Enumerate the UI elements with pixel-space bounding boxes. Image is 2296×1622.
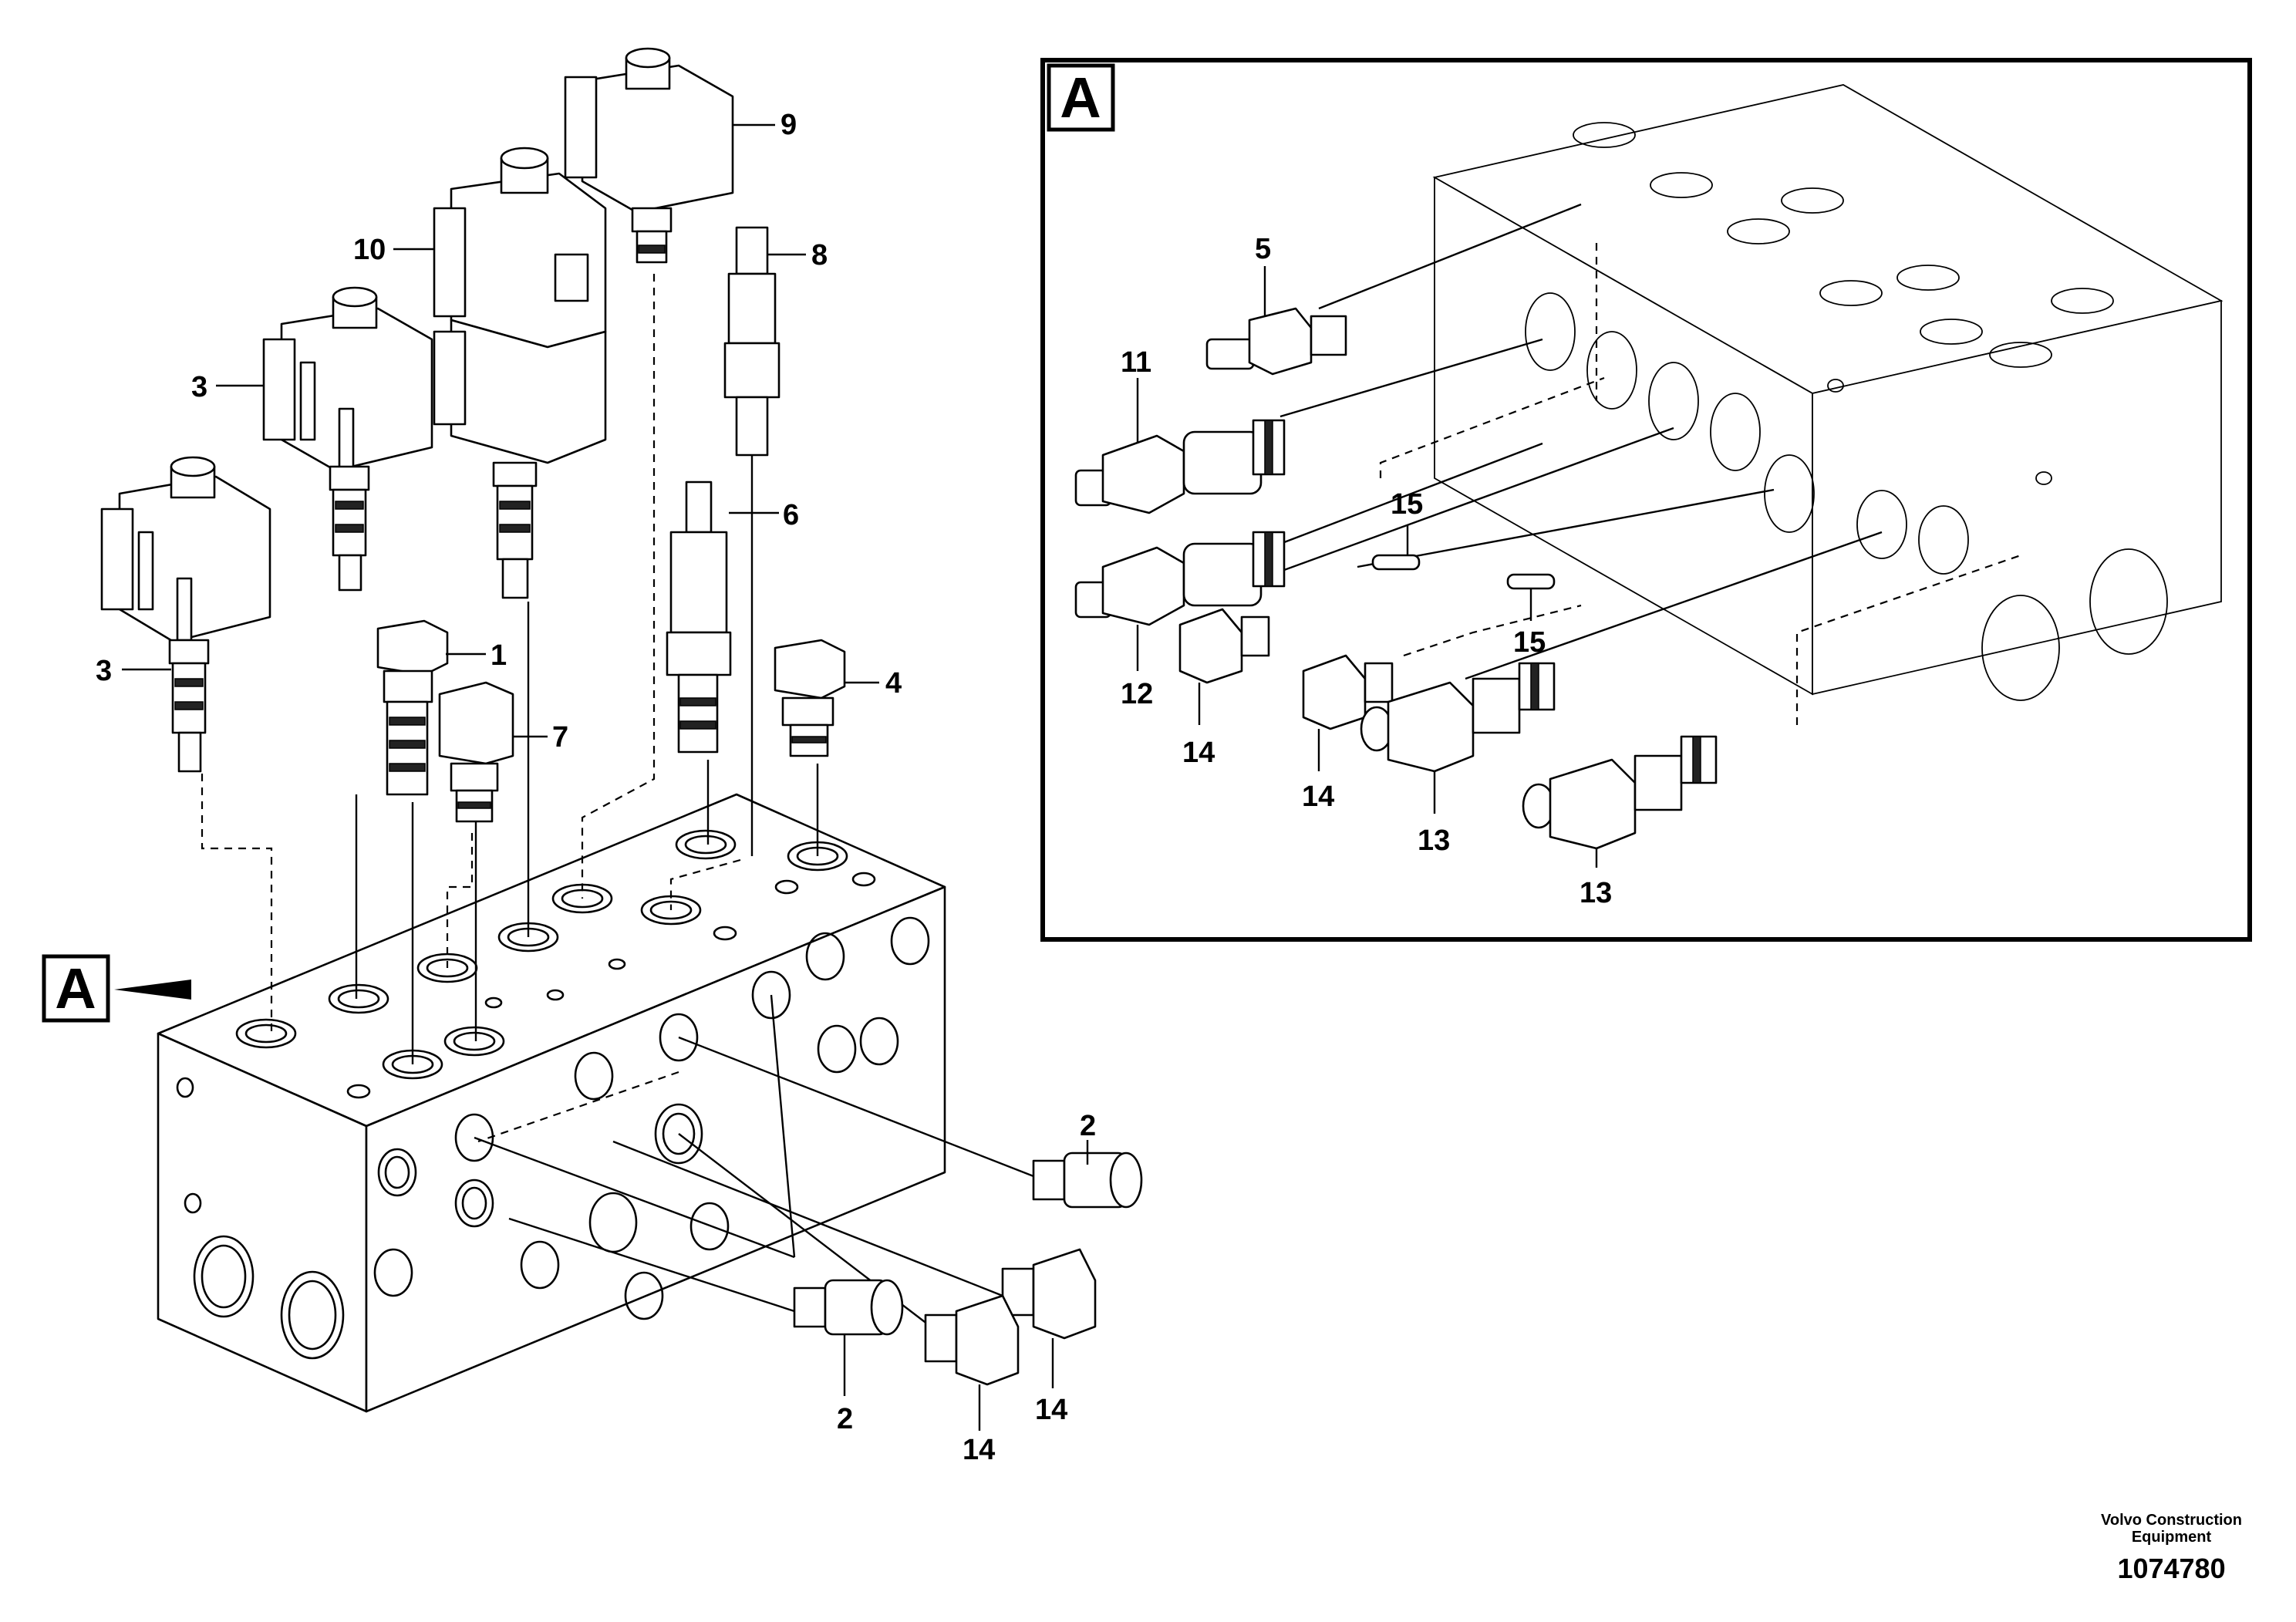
detail-view-flag-a: A [1047,63,1115,132]
callout-12: 12 [1121,678,1153,710]
callout-numbers: 9 8 10 3 6 1 3 4 7 2 2 14 14 5 11 12 15 … [96,109,1612,1466]
solenoid-valve-3-lower [100,456,271,773]
relief-valve-13-upper [1360,662,1556,773]
callout-8: 8 [811,239,828,271]
main-valve-block [157,793,946,1413]
callout-14-main-lower: 14 [963,1434,995,1466]
solenoid-valve-3-upper [262,286,433,592]
callout-4: 4 [885,667,902,700]
relief-valve-12 [1074,531,1286,626]
callout-9: 9 [781,109,797,141]
callout-14-detail-left: 14 [1182,737,1215,769]
publisher-name-line1: Volvo Construction [2101,1512,2242,1529]
publisher-name-line2: Equipment [2131,1529,2212,1546]
callout-7: 7 [552,721,568,754]
callout-1: 1 [491,639,507,672]
publisher-credit: Volvo Construction Equipment 1074780 [2101,1512,2242,1584]
callout-5: 5 [1255,233,1271,265]
callout-15-upper: 15 [1391,488,1423,521]
detail-view-a [1040,58,2252,942]
plug-14-detail-left [1178,608,1270,684]
callout-3-lower: 3 [96,655,112,687]
callout-leaders [122,123,1598,1431]
callout-14-main-right: 14 [1035,1394,1067,1426]
relief-valve-13-lower [1522,735,1718,850]
pressure-switch-5 [1205,307,1347,376]
callout-15-lower: 15 [1513,626,1546,659]
plug-2-lower [793,1279,904,1336]
callout-10: 10 [353,234,386,266]
section-flag-label: A [55,956,96,1020]
callout-3-upper: 3 [191,371,207,403]
section-flag-a: A [42,954,191,1023]
reference-number: 1074780 [2117,1553,2226,1584]
pin-15-upper [1371,554,1421,571]
callout-11: 11 [1121,346,1151,379]
plug-14-main-lower [924,1294,1020,1386]
callout-14-detail-right: 14 [1302,781,1334,813]
callout-13-lower: 13 [1580,877,1612,909]
callout-6: 6 [783,499,799,531]
pin-15-lower [1506,573,1556,590]
solenoid-valve-9 [564,47,734,264]
double-solenoid-valve-10 [433,147,607,599]
plug-2-right [1032,1152,1143,1209]
callout-2-lower: 2 [837,1403,853,1435]
plug-14-main-right [1001,1248,1097,1340]
main-assembly-connection-lines [201,274,1034,1335]
detail-flag-label: A [1060,66,1101,130]
pressure-sensor-8 [723,226,781,457]
relief-valve-11 [1074,419,1286,514]
callout-2-right: 2 [1080,1110,1096,1142]
callout-13-upper: 13 [1418,824,1450,857]
relief-valve-6 [666,481,732,754]
check-valve-7 [438,681,514,823]
cartridge-valve-1 [376,619,449,796]
plug-4 [774,639,846,757]
